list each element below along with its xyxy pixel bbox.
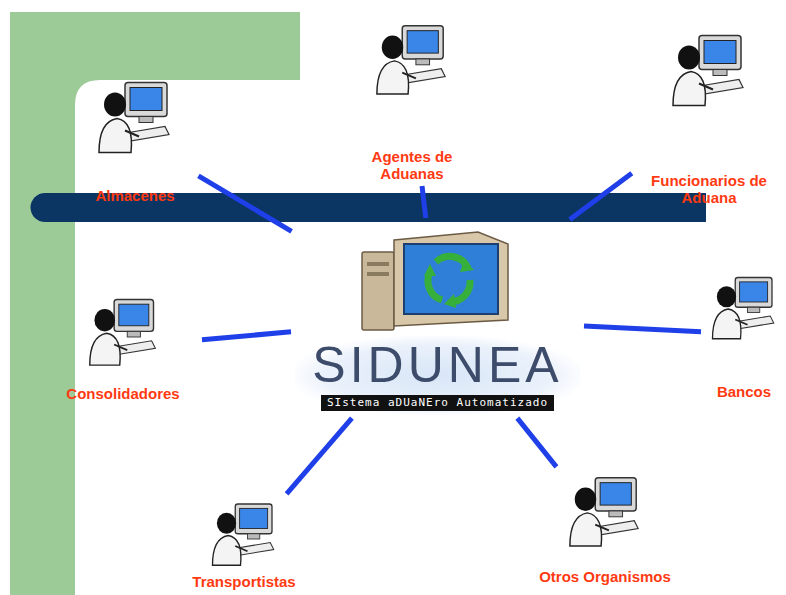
station-label: Almacenes <box>75 187 195 204</box>
workstation-icon <box>565 470 645 548</box>
network-link <box>198 176 291 232</box>
network-link <box>422 186 426 218</box>
user-station: Agentes de Aduanas <box>352 18 472 182</box>
green-band <box>10 12 300 595</box>
station-label: Consolidadores <box>48 385 198 402</box>
network-link <box>584 326 701 332</box>
user-station: Transportistas <box>178 497 310 590</box>
workstation-icon <box>669 25 749 110</box>
station-label: Otros Organismos <box>520 568 690 585</box>
system-hub: SIDUNEA SIstema aDUaNEro Automatizado <box>295 222 580 415</box>
station-label: Funcionarios de Aduana <box>644 172 774 206</box>
workstation-icon <box>372 18 452 96</box>
user-station: Consolidadores <box>48 292 198 402</box>
workstation-icon <box>209 497 279 567</box>
network-link <box>570 173 632 219</box>
system-subtitle: SIstema aDUaNEro Automatizado <box>321 395 554 411</box>
user-station: Almacenes <box>75 72 195 204</box>
user-station: Bancos <box>705 268 783 400</box>
station-label: Transportistas <box>178 573 310 590</box>
user-station: Otros Organismos <box>520 470 690 585</box>
network-link <box>202 332 291 340</box>
logo-panel: SIDUNEA SIstema aDUaNEro Automatizado <box>295 336 580 415</box>
station-label: Bancos <box>705 383 783 400</box>
workstation-icon <box>86 292 161 367</box>
network-link <box>287 418 352 494</box>
workstation-icon <box>95 72 175 157</box>
user-station: Funcionarios de Aduana <box>635 25 783 206</box>
system-name: SIDUNEA <box>301 338 574 392</box>
workstation-icon <box>709 268 779 343</box>
station-label: Agentes de Aduanas <box>365 148 460 182</box>
computer-icon <box>358 222 518 332</box>
network-link <box>517 418 556 467</box>
